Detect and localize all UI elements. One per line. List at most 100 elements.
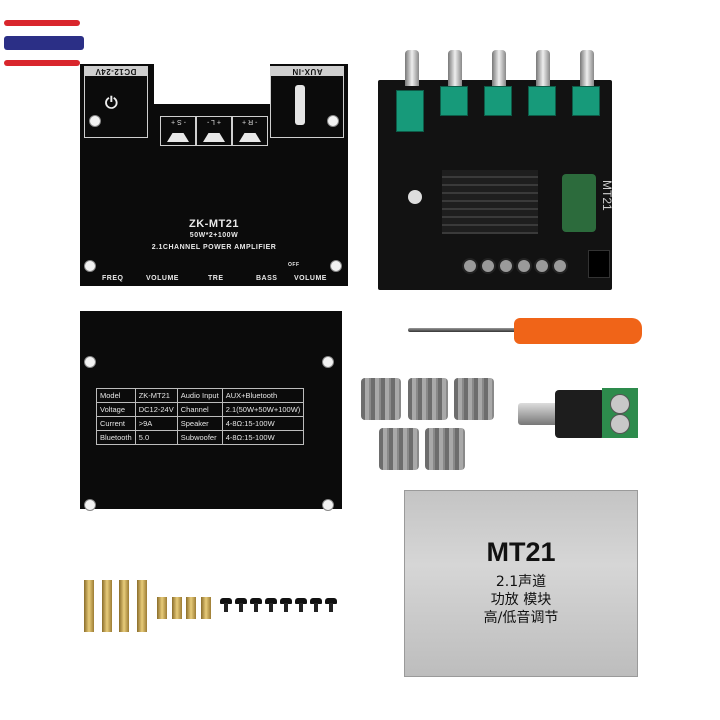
dc-jack <box>588 250 610 278</box>
screw-icon <box>325 598 337 612</box>
speaker-terminal <box>498 258 514 274</box>
knob-cap <box>379 428 419 470</box>
screw-icon <box>220 598 232 612</box>
pot-shaft <box>580 50 594 86</box>
knob-label-volume: VOLUME <box>146 275 179 282</box>
screwdriver-shaft <box>408 328 518 332</box>
spec-row: Current >9A Speaker 4-8Ω:15-100W <box>96 416 305 431</box>
mount-hole <box>84 499 96 511</box>
spec-cell: >9A <box>134 416 178 431</box>
spec-cell: Audio Input <box>176 388 223 403</box>
speaker-l-icon: + L - <box>196 116 232 146</box>
knob-cap <box>454 378 494 420</box>
speaker-s-icon: - S + <box>160 116 196 146</box>
knob-label-treble: TRE <box>208 275 224 282</box>
dc-terminal-block <box>602 388 638 438</box>
heatsink <box>442 170 538 234</box>
small-capacitor <box>408 190 422 204</box>
spec-cell: 5.0 <box>134 430 178 445</box>
knob-cap <box>408 378 448 420</box>
potentiometer <box>572 86 600 116</box>
screw-icon <box>265 598 277 612</box>
flag-stripe-blue <box>4 36 84 50</box>
terminal-screw-icon <box>610 414 630 434</box>
power-box: DC12-24V ⏻ <box>84 66 148 138</box>
power-icon: ⏻ <box>105 95 118 112</box>
long-standoff <box>137 580 147 632</box>
spec-cell: Current <box>96 416 136 431</box>
terminal-screw-icon <box>610 394 630 414</box>
pcb-silkscreen: MT21 <box>600 180 614 211</box>
knob-cap <box>425 428 465 470</box>
power-label: DC12-24V <box>95 67 137 76</box>
spec-cell: 2.1(50W+50W+100W) <box>221 402 305 417</box>
flag-stripe-red <box>4 60 80 66</box>
speaker-terminal <box>462 258 478 274</box>
speaker-terminal <box>534 258 550 274</box>
screwdriver-handle <box>514 318 642 344</box>
short-standoff <box>157 597 167 619</box>
box-title: MT21 <box>486 537 556 567</box>
spec-cell: Voltage <box>96 402 136 417</box>
aux-jack-icon <box>295 85 305 125</box>
front-panel: DC12-24V ⏻ AUX-IN - S + + L - - R + ZK-M… <box>80 64 348 286</box>
potentiometer <box>396 90 424 132</box>
spec-cell: 4-8Ω:15-100W <box>221 430 305 445</box>
short-standoff <box>201 597 211 619</box>
mount-hole <box>322 356 334 368</box>
thailand-flag-icon <box>4 20 84 68</box>
amplifier-pcb: MT21 <box>378 50 614 290</box>
pot-shaft <box>405 50 419 86</box>
flag-stripe-red <box>4 20 80 26</box>
mount-hole <box>84 356 96 368</box>
knob-label-freq: FREQ <box>102 275 124 282</box>
mount-hole <box>89 115 101 127</box>
screw-icon <box>310 598 322 612</box>
speaker-terminal <box>552 258 568 274</box>
long-standoff <box>84 580 94 632</box>
pot-shaft <box>492 50 506 86</box>
speaker-terminal <box>516 258 532 274</box>
spec-cell: Model <box>96 388 136 403</box>
mount-hole <box>322 499 334 511</box>
mount-hole <box>84 260 96 272</box>
potentiometer <box>528 86 556 116</box>
spec-cell: DC12-24V <box>134 402 178 417</box>
box-line: 功放 模块 <box>490 592 552 608</box>
back-panel: Model ZK-MT21 Audio Input AUX+Bluetooth … <box>80 311 342 511</box>
spec-cell: Subwoofer <box>176 430 223 445</box>
short-standoff <box>186 597 196 619</box>
spec-cell: Channel <box>176 402 223 417</box>
mount-hole <box>327 115 339 127</box>
knob-cap <box>361 378 401 420</box>
screw-icon <box>250 598 262 612</box>
spec-cell: Speaker <box>176 416 223 431</box>
knob-label-volume-sub: VOLUME <box>294 275 327 282</box>
mount-hole <box>330 260 342 272</box>
box-line: 高/低音调节 <box>483 610 559 626</box>
aux-label: AUX-IN <box>291 67 323 76</box>
short-standoff <box>172 597 182 619</box>
spec-row: Voltage DC12-24V Channel 2.1(50W+50W+100… <box>96 402 305 417</box>
screw-icon <box>235 598 247 612</box>
pot-shaft <box>448 50 462 86</box>
speaker-terminal <box>480 258 496 274</box>
potentiometer <box>484 86 512 116</box>
aux-box: AUX-IN <box>270 66 344 138</box>
model-label: ZK-MT21 <box>189 218 239 230</box>
long-standoff <box>102 580 112 632</box>
product-box: MT21 2.1声道 功放 模块 高/低音调节 <box>404 490 638 677</box>
spec-row: Model ZK-MT21 Audio Input AUX+Bluetooth <box>96 388 305 403</box>
speaker-r-icon: - R + <box>232 116 268 146</box>
power-rating-label: 50W*2+100W <box>189 232 239 239</box>
spec-row: Bluetooth 5.0 Subwoofer 4-8Ω:15-100W <box>96 430 305 445</box>
spec-cell: 4-8Ω:15-100W <box>221 416 305 431</box>
spec-cell: ZK-MT21 <box>134 388 178 403</box>
off-label: OFF <box>288 262 300 268</box>
potentiometer <box>440 86 468 116</box>
box-line: 2.1声道 <box>495 574 547 590</box>
screw-icon <box>295 598 307 612</box>
spec-cell: AUX+Bluetooth <box>221 388 305 403</box>
electrolytic-capacitor <box>562 174 596 232</box>
knob-label-bass: BASS <box>256 275 278 282</box>
